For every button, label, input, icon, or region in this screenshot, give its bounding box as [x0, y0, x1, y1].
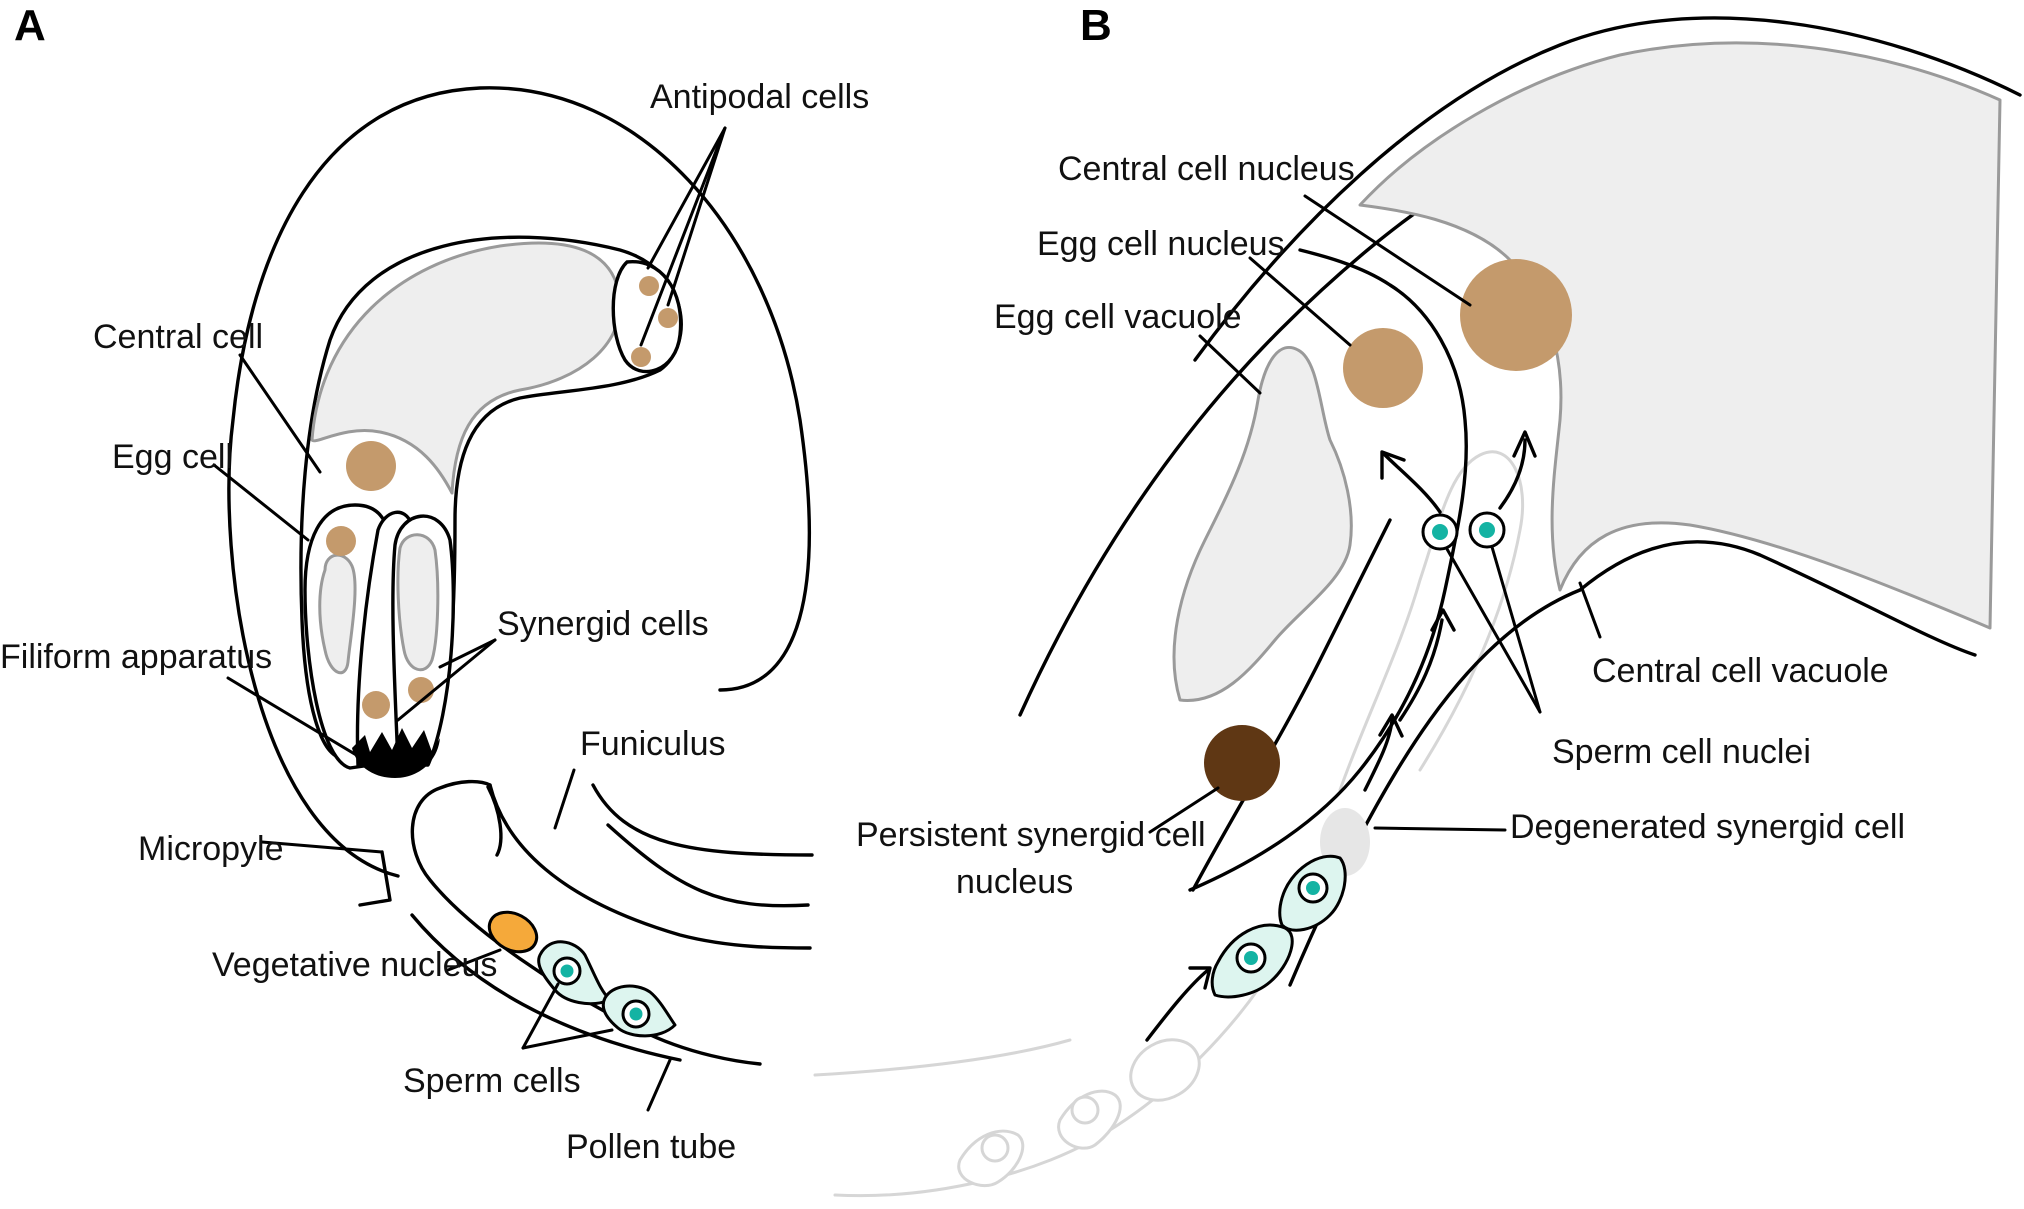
- panel-a: A: [0, 1, 869, 1166]
- leader-micropyle: [260, 840, 384, 854]
- leader-pollen-tube: [646, 1058, 672, 1112]
- label-filiform-apparatus: Filiform apparatus: [0, 638, 272, 676]
- pollen-tube-inner: [410, 913, 682, 1062]
- leader-antipodal-3: [639, 126, 727, 347]
- egg-cell-nucleus-b: [1343, 328, 1423, 408]
- vegetative-nucleus: [487, 910, 539, 954]
- egg-cell-nucleus-a: [326, 526, 356, 556]
- egg-cell-vacuole-a: [318, 553, 357, 675]
- label-persistent-synergid-line2: nucleus: [956, 863, 1073, 901]
- integument-lower-b: [1578, 540, 1977, 657]
- persistent-synergid-nucleus: [1204, 725, 1280, 801]
- leader-synergid-1: [438, 638, 497, 669]
- central-cell-nucleus-a: [346, 441, 396, 491]
- movement-arrow-3-head: [1430, 608, 1456, 632]
- pollen-tube-upper: [488, 783, 812, 950]
- leader-persistent-synergid: [1148, 786, 1220, 834]
- leader-egg-cell: [212, 463, 310, 542]
- label-antipodal-cells: Antipodal cells: [650, 78, 869, 116]
- movement-arrow-1-head: [1188, 966, 1212, 990]
- label-degenerated-synergid-cell: Degenerated synergid cell: [1510, 808, 1905, 846]
- tube-left-wall: [1191, 518, 1392, 892]
- movement-arrow-2-head: [1378, 713, 1404, 738]
- movement-arrow-4-head: [1380, 450, 1406, 480]
- leader-central-cell: [238, 353, 322, 474]
- central-cell-nucleus-b: [1460, 259, 1572, 371]
- leader-sperm-1: [521, 982, 560, 1050]
- label-pollen-tube: Pollen tube: [566, 1128, 736, 1166]
- label-funiculus: Funiculus: [580, 725, 726, 763]
- sperm-nucleus-a1: [560, 964, 574, 978]
- faint-cell-1: [1129, 1038, 1201, 1102]
- panel-b-letter: B: [1080, 1, 1112, 50]
- sperm-nucleus-b1: [1244, 951, 1258, 965]
- label-persistent-synergid-line1: Persistent synergid cell: [856, 816, 1206, 854]
- leader-antipodal-2: [666, 126, 727, 307]
- leader-central-cell-vacuole: [1578, 581, 1602, 639]
- movement-arrow-5-head: [1512, 430, 1537, 458]
- label-egg-cell: Egg cell: [112, 438, 233, 476]
- funiculus-inner-line: [606, 823, 810, 908]
- label-sperm-cell-nuclei: Sperm cell nuclei: [1552, 733, 1811, 771]
- ovule-outline: [227, 86, 811, 878]
- faint-sperm-nucleus-1: [1070, 1095, 1100, 1125]
- label-micropyle: Micropyle: [138, 830, 283, 868]
- movement-arrow-5: [1498, 438, 1527, 510]
- label-sperm-cells: Sperm cells: [403, 1062, 581, 1100]
- antipodal-nucleus-1: [639, 276, 659, 296]
- faint-sperm-nucleus-2: [980, 1133, 1010, 1163]
- sperm-nucleus-b4: [1479, 522, 1495, 538]
- micropyle-tooth: [358, 850, 392, 907]
- antipodal-nucleus-3: [631, 347, 651, 367]
- central-cell-vacuole-a: [310, 241, 622, 495]
- antipodal-nucleus-2: [658, 308, 678, 328]
- panel-b: B: [813, 1, 2022, 1198]
- leader-funiculus: [553, 768, 576, 830]
- leader-egg-cell-vacuole: [1198, 334, 1262, 395]
- synergid-vacuole: [396, 533, 440, 672]
- movement-arrow-2: [1363, 718, 1394, 792]
- synergid-nucleus-left: [362, 691, 390, 719]
- leader-vegetative: [446, 948, 502, 972]
- integument-inner-b: [1018, 198, 1437, 717]
- label-vegetative-nucleus: Vegetative nucleus: [212, 946, 497, 984]
- label-egg-cell-nucleus: Egg cell nucleus: [1037, 225, 1285, 263]
- sperm-nucleus-b3: [1432, 524, 1448, 540]
- funiculus-notch: [486, 785, 503, 857]
- movement-arrow-1: [1145, 968, 1210, 1042]
- leader-sperm-2: [521, 1028, 614, 1050]
- leader-antipodal-1: [646, 126, 727, 270]
- label-synergid-cells: Synergid cells: [497, 605, 709, 643]
- movement-arrow-3: [1398, 618, 1444, 722]
- funiculus-curve: [591, 783, 814, 857]
- pollen-tube-tip: [410, 779, 762, 1066]
- leader-sperm-nuclei-2: [1490, 545, 1542, 714]
- movement-arrow-4: [1383, 453, 1442, 514]
- panel-a-letter: A: [14, 1, 46, 50]
- leader-central-cell-nucleus: [1303, 194, 1472, 307]
- label-egg-cell-vacuole: Egg cell vacuole: [994, 298, 1242, 336]
- leader-degenerated-synergid: [1373, 826, 1507, 832]
- sperm-nucleus-a2: [629, 1007, 643, 1021]
- leader-egg-cell-nucleus: [1248, 256, 1352, 347]
- integument-outer-b: [1193, 16, 2022, 362]
- label-central-cell-vacuole: Central cell vacuole: [1592, 652, 1889, 690]
- leader-filiform: [226, 676, 380, 770]
- sperm-nucleus-b2: [1306, 881, 1320, 895]
- leader-synergid-2: [396, 638, 497, 722]
- leader-sperm-nuclei-1: [1445, 547, 1542, 714]
- egg-cell-vacuole-b: [1172, 346, 1353, 702]
- label-central-cell-nucleus: Central cell nucleus: [1058, 150, 1355, 188]
- pollen-tube-faint-upper: [813, 1038, 1072, 1077]
- label-central-cell: Central cell: [93, 318, 263, 356]
